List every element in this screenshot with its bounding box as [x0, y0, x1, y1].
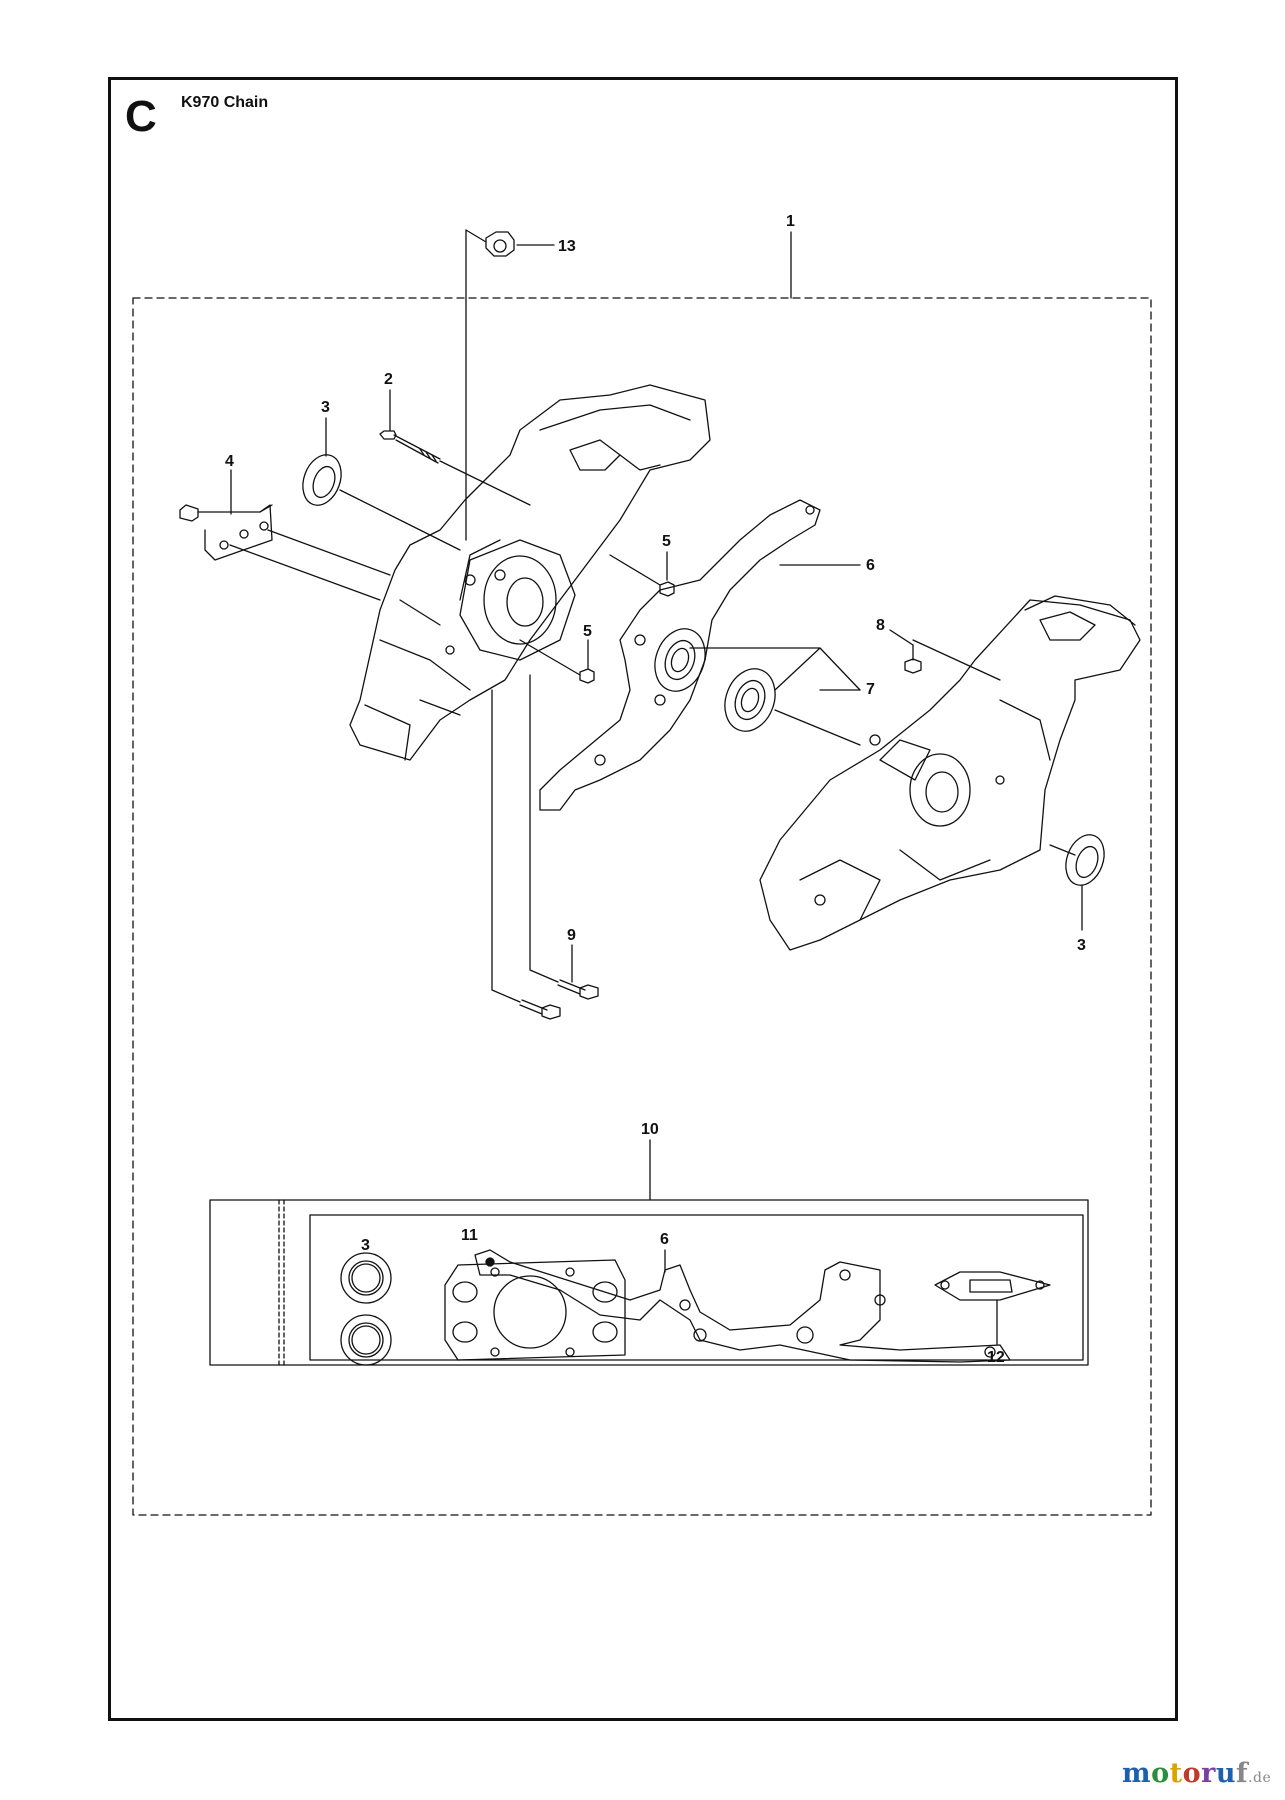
callout-3-right: 3	[1077, 937, 1086, 954]
kit-box-outer	[209, 1199, 1089, 1366]
bearing-7-right	[724, 668, 776, 732]
callout-13: 13	[558, 238, 576, 255]
callout-10: 10	[641, 1121, 659, 1138]
kit-gasket-6	[474, 1249, 1011, 1363]
axis-5-lower	[519, 639, 581, 676]
kit-seal-3-top	[340, 1252, 392, 1304]
kit-gasket-12	[934, 1271, 1051, 1301]
seal-3-upper	[302, 454, 342, 506]
axis-8	[912, 639, 1001, 681]
screw-2	[379, 430, 441, 464]
gasket-6-upper	[539, 499, 821, 811]
axis-4b	[267, 529, 391, 576]
kit-gasket-11	[444, 1259, 626, 1361]
section-letter: C	[125, 92, 157, 141]
screw-9-left	[519, 999, 561, 1020]
callout-4: 4	[225, 453, 234, 470]
nut-13	[485, 231, 515, 257]
watermark-letter: f	[1235, 1758, 1249, 1789]
assembly-dashed-border	[132, 297, 1152, 1516]
kit-box-inner	[309, 1214, 1084, 1361]
callout-3-upper: 3	[321, 399, 330, 416]
callout-9: 9	[567, 927, 576, 944]
pin-5-upper	[659, 581, 675, 597]
callout-labels: 1 2 3 4 5 5 6 7 8 9 13 3 10 3 11 6 12	[225, 213, 1086, 1366]
watermark-letter: m	[1122, 1758, 1152, 1789]
watermark-letter: u	[1215, 1758, 1236, 1789]
axis-5-upper	[609, 554, 661, 586]
callout-6-upper: 6	[866, 557, 875, 574]
watermark-letter: o	[1151, 1758, 1170, 1789]
axis-4a	[229, 544, 381, 601]
bearing-7-left	[654, 628, 706, 692]
callout-6-kit: 6	[660, 1231, 669, 1248]
leader-7	[689, 647, 861, 691]
axis-7	[774, 709, 861, 746]
callout-5-upper: 5	[662, 533, 671, 550]
callout-5-lower: 5	[583, 623, 592, 640]
kit-seal-3-bottom	[340, 1314, 392, 1366]
axis-3-right	[1049, 844, 1076, 856]
diagram-title: K970 Chain	[181, 94, 269, 111]
pin-5-lower	[579, 668, 595, 684]
callout-11: 11	[461, 1227, 478, 1244]
callout-8: 8	[876, 617, 885, 634]
axis-9-left	[491, 689, 521, 1003]
callout-1: 1	[786, 213, 795, 230]
watermark-letter: t	[1169, 1758, 1183, 1789]
watermark-letter: o	[1182, 1758, 1202, 1789]
diagram-frame	[108, 77, 1178, 1721]
crankcase-right	[759, 595, 1141, 951]
final-drawing	[132, 229, 1152, 1516]
watermark-letter: r	[1201, 1758, 1216, 1789]
crankcase-left	[349, 384, 711, 761]
callout-2: 2	[384, 371, 393, 388]
motoruf-watermark: motoruf.de	[1122, 1758, 1271, 1789]
axis-3	[339, 489, 461, 551]
watermark-suffix: .de	[1248, 1770, 1272, 1786]
callout-7: 7	[866, 681, 875, 698]
screw-9-right	[557, 979, 599, 1000]
pin-4	[179, 504, 273, 561]
seal-3-right	[1065, 834, 1105, 886]
watermark-text: motoruf	[1122, 1758, 1248, 1789]
leader-8	[889, 629, 914, 646]
axis-9-right	[529, 674, 559, 983]
callout-3-kit: 3	[361, 1237, 370, 1254]
screw-8	[904, 644, 922, 674]
axis-2	[439, 460, 531, 506]
callout-12: 12	[987, 1349, 1005, 1366]
